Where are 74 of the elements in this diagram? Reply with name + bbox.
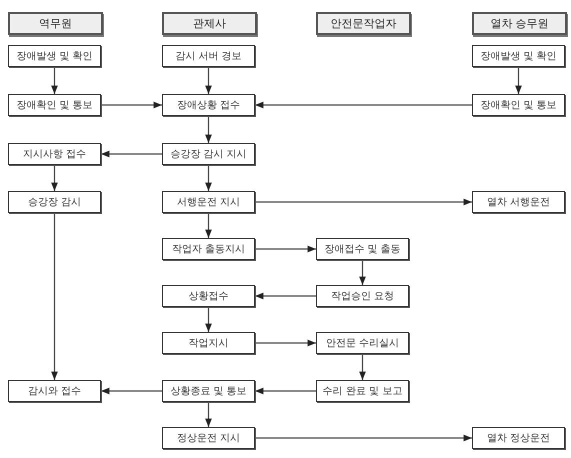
arrow <box>205 116 212 143</box>
arrow <box>255 102 472 108</box>
step-label: 승강장 감시 <box>28 196 82 209</box>
lane-header-box <box>8 12 103 35</box>
process-box <box>8 380 101 402</box>
step-label: 상황접수 <box>188 290 228 303</box>
step-label: 장애상황 접수 <box>176 99 240 112</box>
arrow <box>205 165 212 191</box>
arrow <box>255 198 472 206</box>
lane-title: 열차 승무원 <box>490 16 549 31</box>
arrow <box>101 102 162 108</box>
arrow <box>255 388 316 394</box>
process-box <box>472 94 565 116</box>
arrow <box>359 354 366 380</box>
process-box <box>316 380 409 402</box>
step-label: 정상운전 지시 <box>176 432 240 445</box>
arrow <box>101 388 162 394</box>
step-label: 장애발생 및 확인 <box>16 50 93 63</box>
process-box <box>162 332 255 354</box>
step-label: 작업지시 <box>188 337 228 350</box>
process-box <box>162 380 255 402</box>
process-box <box>162 45 255 67</box>
process-box <box>162 143 255 165</box>
arrow <box>515 67 522 94</box>
process-box <box>8 45 101 67</box>
arrow <box>205 402 212 427</box>
arrow <box>205 307 212 332</box>
step-label: 열차 서행운전 <box>486 196 550 209</box>
process-box <box>8 143 101 165</box>
lane-title: 역무원 <box>39 16 72 31</box>
step-label: 감시 서버 경보 <box>175 50 242 63</box>
step-label: 열차 정상운전 <box>486 432 550 445</box>
process-box <box>162 427 255 449</box>
process-box <box>162 191 255 213</box>
arrow <box>255 246 316 252</box>
lane-header-box <box>316 12 411 35</box>
arrow <box>255 292 316 300</box>
process-box <box>162 94 255 116</box>
process-box <box>162 285 255 307</box>
arrow <box>51 165 58 191</box>
step-label: 승강장 감시 지시 <box>170 148 247 161</box>
process-box <box>472 45 565 67</box>
step-label: 지시사항 접수 <box>22 148 86 161</box>
step-label: 감시와 접수 <box>28 385 82 398</box>
arrow <box>255 434 472 442</box>
process-box <box>472 427 565 449</box>
process-box <box>316 332 409 354</box>
lane-title: 관제사 <box>193 16 226 31</box>
arrow <box>51 213 58 380</box>
step-label: 장애확인 및 통보 <box>480 99 557 112</box>
step-label: 장애접수 및 출동 <box>324 243 401 256</box>
process-box <box>472 191 565 213</box>
process-box <box>162 238 255 260</box>
lane-header-box <box>162 12 257 35</box>
step-label: 안전문 수리실시 <box>326 337 400 350</box>
step-label: 수리 완료 및 보고 <box>322 385 402 398</box>
process-box <box>8 94 101 116</box>
arrow <box>101 150 162 158</box>
process-box <box>316 285 409 307</box>
process-box <box>316 238 409 260</box>
step-label: 서행운전 지시 <box>176 196 240 209</box>
step-label: 장애발생 및 확인 <box>480 50 557 63</box>
arrow <box>255 340 316 346</box>
arrow <box>205 67 212 94</box>
step-label: 작업자 출동지시 <box>172 243 246 256</box>
lane-header-box <box>472 12 567 35</box>
lane-title: 안전문작업자 <box>330 16 396 31</box>
step-label: 장애확인 및 통보 <box>16 99 93 112</box>
arrow <box>205 213 212 238</box>
step-label: 작업승인 요청 <box>330 290 394 303</box>
arrow <box>359 260 366 285</box>
arrow <box>51 67 58 94</box>
process-box <box>8 191 101 213</box>
step-label: 상황종료 및 통보 <box>170 385 247 398</box>
